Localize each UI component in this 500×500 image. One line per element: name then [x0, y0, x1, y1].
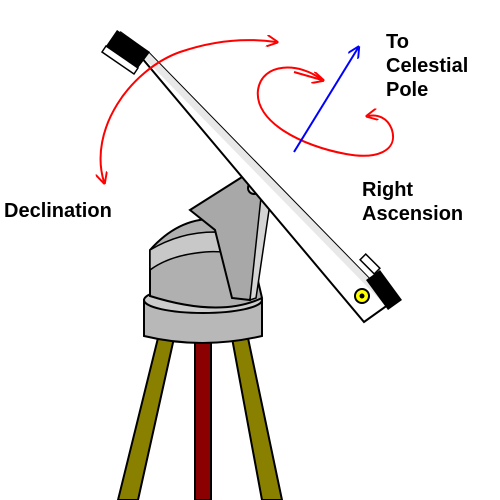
tripod-center-pole — [194, 335, 212, 500]
right-ascension-label: Right Ascension — [362, 178, 463, 226]
declination-label: Declination — [4, 200, 112, 222]
telescope-eyepiece — [366, 270, 402, 310]
celestial-pole-label-line-1: To — [386, 31, 409, 53]
celestial-pole-label-line-2: Celestial — [386, 55, 469, 77]
celestial-pole-label: To Celestial Pole — [386, 30, 468, 102]
celestial-pole-arrow-icon — [293, 48, 358, 153]
mount-base — [143, 170, 274, 344]
celestial-pole-label-line-3: Pole — [386, 79, 429, 101]
right-ascension-label-line-1: Right — [362, 179, 414, 201]
tripod-icon — [116, 335, 284, 500]
right-ascension-label-line-2: Ascension — [362, 203, 464, 225]
tripod-leg-right — [230, 337, 284, 500]
right-ascension-rotation-arrow-icon — [256, 66, 395, 157]
tripod-leg-left — [116, 337, 176, 500]
declination-rotation-arrow-icon — [101, 40, 276, 182]
